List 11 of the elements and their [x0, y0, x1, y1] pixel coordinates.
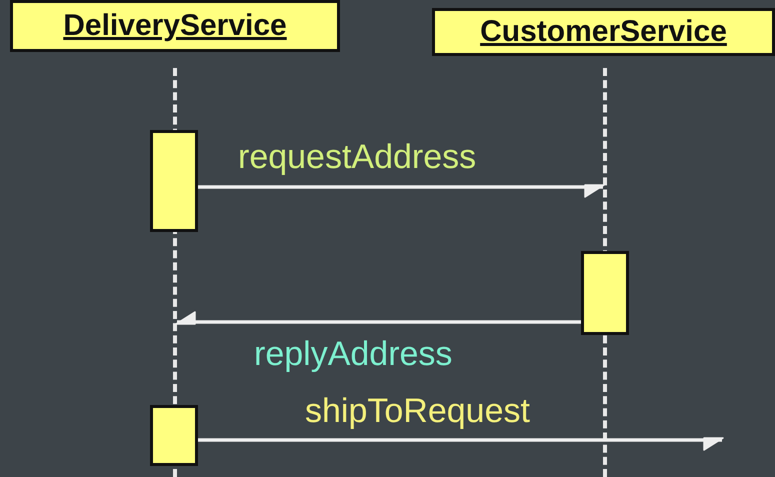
activation-bar: [150, 405, 198, 466]
activation-bar: [150, 130, 198, 232]
message-arrow: [175, 311, 581, 325]
message-label: replyAddress: [254, 337, 452, 371]
message-label: requestAddress: [238, 140, 476, 174]
lifeline-header: CustomerService: [432, 8, 775, 56]
lifeline-header: DeliveryService: [10, 0, 340, 52]
message-label: shipToRequest: [305, 394, 530, 428]
activation-bar: [581, 251, 629, 335]
message-arrow: [198, 184, 605, 198]
message-arrow: [198, 437, 724, 451]
